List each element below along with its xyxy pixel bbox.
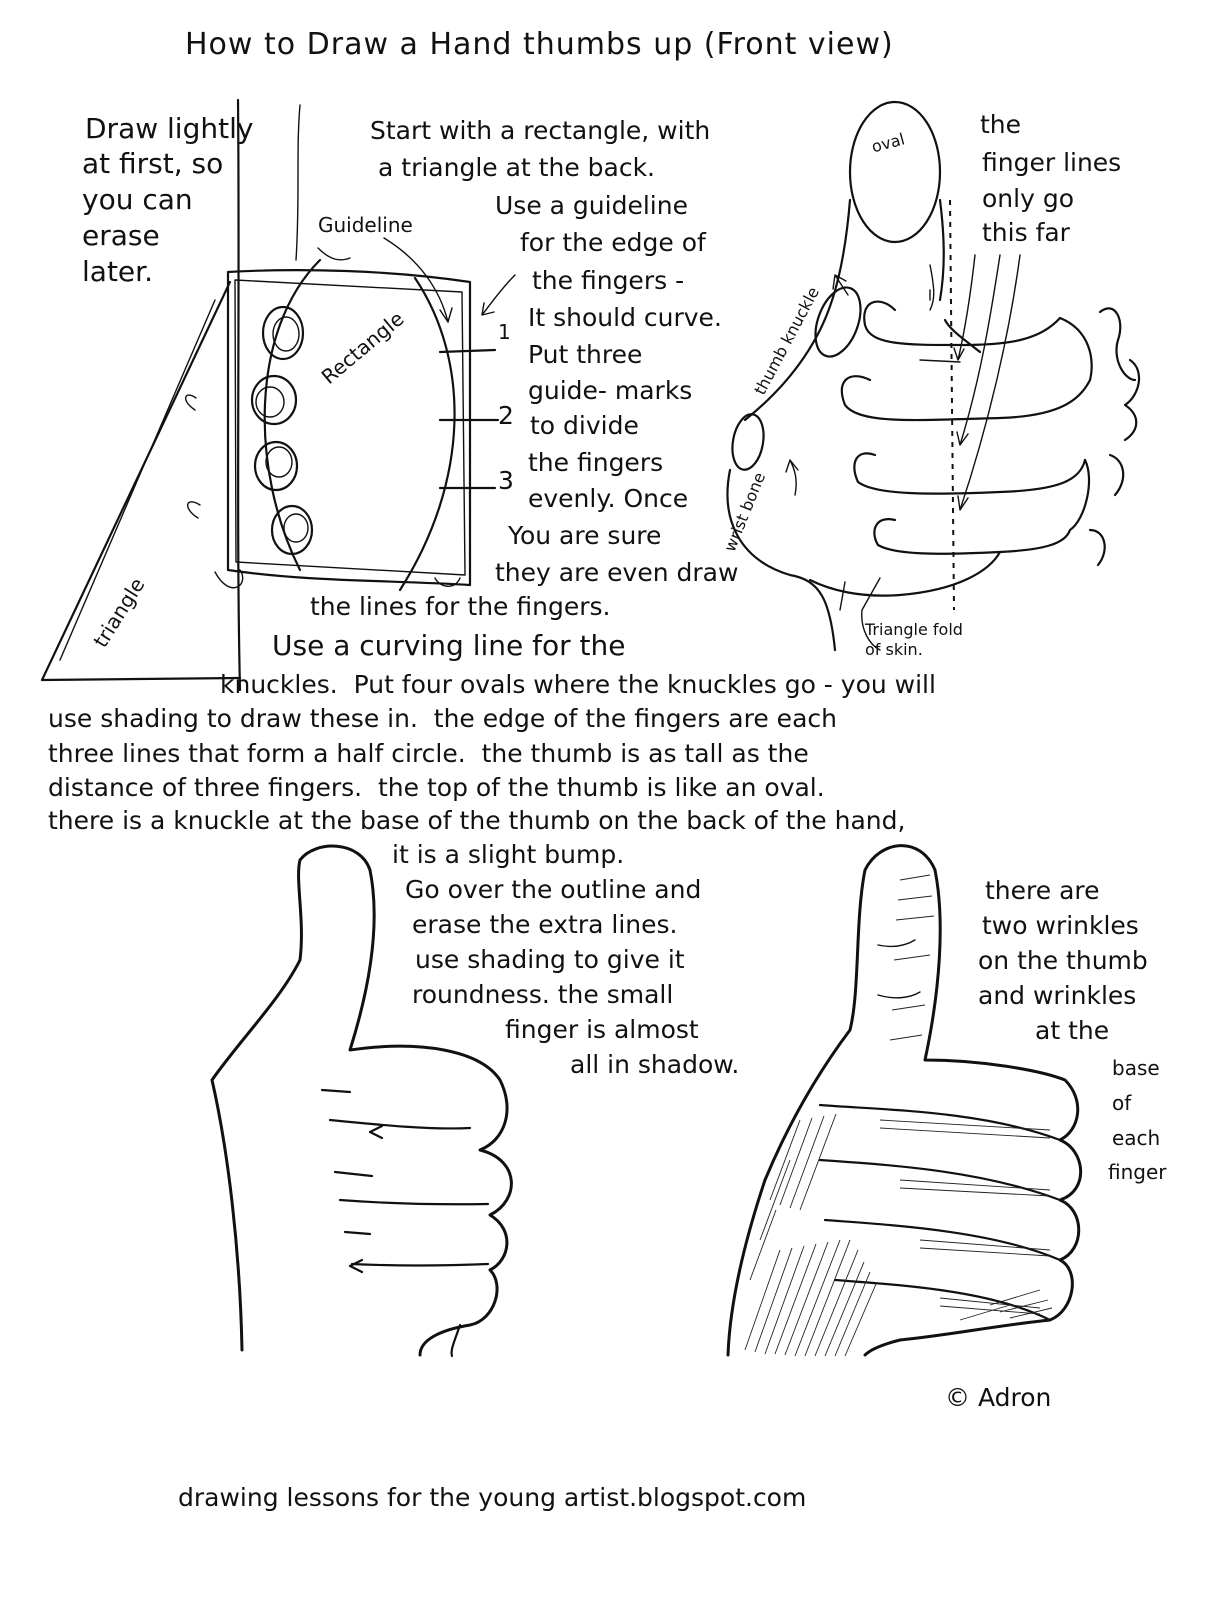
finger-3-outline [853, 452, 1087, 495]
paragraph-line-2: knuckles. Put four ovals where the knuck… [220, 670, 936, 699]
step1-line-10: the fingers [528, 448, 664, 477]
step1-line-13: they are even draw [495, 558, 739, 587]
paragraph-line-3: use shading to draw these in. the edge o… [48, 704, 837, 733]
step3-line-4: roundness. the small [412, 980, 674, 1009]
top-stroke [295, 104, 301, 261]
step3-line-3: use shading to give it [415, 945, 685, 974]
knuckle-oval-4 [270, 504, 314, 556]
finger-limit-dashed-line [949, 199, 955, 611]
paragraph-line-1: Use a curving line for the [272, 629, 626, 662]
finger-1-outline [863, 300, 1062, 347]
label-triangle-fold-1: Triangle fold [865, 620, 963, 639]
intro-line-4: erase [82, 219, 160, 252]
label-guide-mark-3: 3 [498, 466, 514, 495]
knuckle-oval-3 [253, 440, 299, 492]
finger-note-line-1: the [980, 110, 1022, 139]
vertical-guide-line [236, 98, 242, 692]
paragraph-line-7: it is a slight bump. [392, 840, 625, 869]
step1-line-3: Use a guideline [495, 191, 688, 220]
step1-line-2: a triangle at the back. [378, 153, 656, 182]
intro-line-2: at first, so [82, 147, 224, 180]
shaded-hand-drawing [726, 844, 1083, 1357]
wrinkle-note-line-6: base [1112, 1056, 1160, 1080]
thumb-oval [848, 100, 942, 244]
wrinkle-note-line-5: at the [1035, 1016, 1110, 1045]
step3-line-2: erase the extra lines. [412, 910, 678, 939]
finger-note-line-3: only go [982, 184, 1074, 213]
rectangle-shape [226, 269, 472, 587]
step1-line-4: for the edge of [520, 228, 706, 257]
hatching-shading [744, 874, 1053, 1357]
thumb-knuckle-oval [814, 286, 862, 358]
step1-line-12: You are sure [508, 521, 662, 550]
wrinkle-note-line-4: and wrinkles [978, 981, 1137, 1010]
step1-line-6: It should curve. [528, 303, 722, 332]
page-title: How to Draw a Hand thumbs up (Front view… [185, 27, 894, 62]
outline-hand-drawing [210, 844, 513, 1358]
wrinkle-note-line-8: each [1112, 1126, 1161, 1150]
step3-line-5: finger is almost [505, 1015, 699, 1044]
finger-2-outline [840, 375, 1092, 422]
wrinkle-note-line-3: on the thumb [978, 946, 1148, 975]
step3-line-6: all in shadow. [570, 1050, 740, 1079]
thumb-back-outline [743, 198, 852, 422]
step1-line-5: the fingers - [532, 266, 685, 295]
finger-note-line-2: finger lines [982, 148, 1122, 177]
footer-blog-url: drawing lessons for the young artist.blo… [178, 1483, 807, 1512]
step1-line-9: to divide [530, 411, 639, 440]
label-guide-mark-1: 1 [498, 320, 511, 344]
intro-line-3: you can [82, 183, 193, 216]
outline-hand-contour [210, 844, 513, 1357]
step1-line-8: guide- marks [528, 376, 693, 405]
knuckle-oval-1 [261, 305, 305, 361]
step1-line-7: Put three [528, 340, 643, 369]
step1-line-11: evenly. Once [528, 484, 689, 513]
finger-tip-curve [398, 276, 456, 592]
finger-note-line-4: this far [982, 218, 1070, 247]
wrinkle-note-line-7: of [1112, 1091, 1132, 1115]
finger-4-outline [873, 518, 1072, 555]
thumb-guide-sketch [726, 100, 1141, 652]
finger-edge-curve [263, 258, 322, 572]
paragraph-line-6: there is a knuckle at the base of the th… [48, 806, 906, 835]
wrinkle-note-line-2: two wrinkles [982, 911, 1139, 940]
step3-line-1: Go over the outline and [405, 875, 702, 904]
wrinkle-note-line-9: finger [1108, 1160, 1167, 1184]
step1-line-1: Start with a rectangle, with [370, 116, 711, 145]
guide-mark-1 [438, 348, 497, 354]
shaded-hand-contour [726, 844, 1083, 1357]
paragraph-line-4: three lines that form a half circle. the… [48, 739, 809, 768]
wrinkle-note-line-1: there are [985, 876, 1100, 905]
step1-line-14: the lines for the fingers. [310, 592, 611, 621]
label-triangle-fold-2: of skin. [865, 640, 923, 659]
intro-line-5: later. [82, 255, 153, 288]
label-guideline: Guideline [318, 213, 413, 237]
paragraph-line-5: distance of three fingers. the top of th… [48, 773, 825, 802]
label-guide-mark-2: 2 [498, 401, 514, 430]
construction-sketch [40, 98, 516, 692]
wrist-bone-oval [731, 413, 765, 471]
artist-signature: © Adron [945, 1383, 1052, 1412]
triangle-shape [40, 280, 242, 682]
knuckle-oval-2 [250, 374, 298, 426]
intro-line-1: Draw lightly [85, 112, 254, 145]
